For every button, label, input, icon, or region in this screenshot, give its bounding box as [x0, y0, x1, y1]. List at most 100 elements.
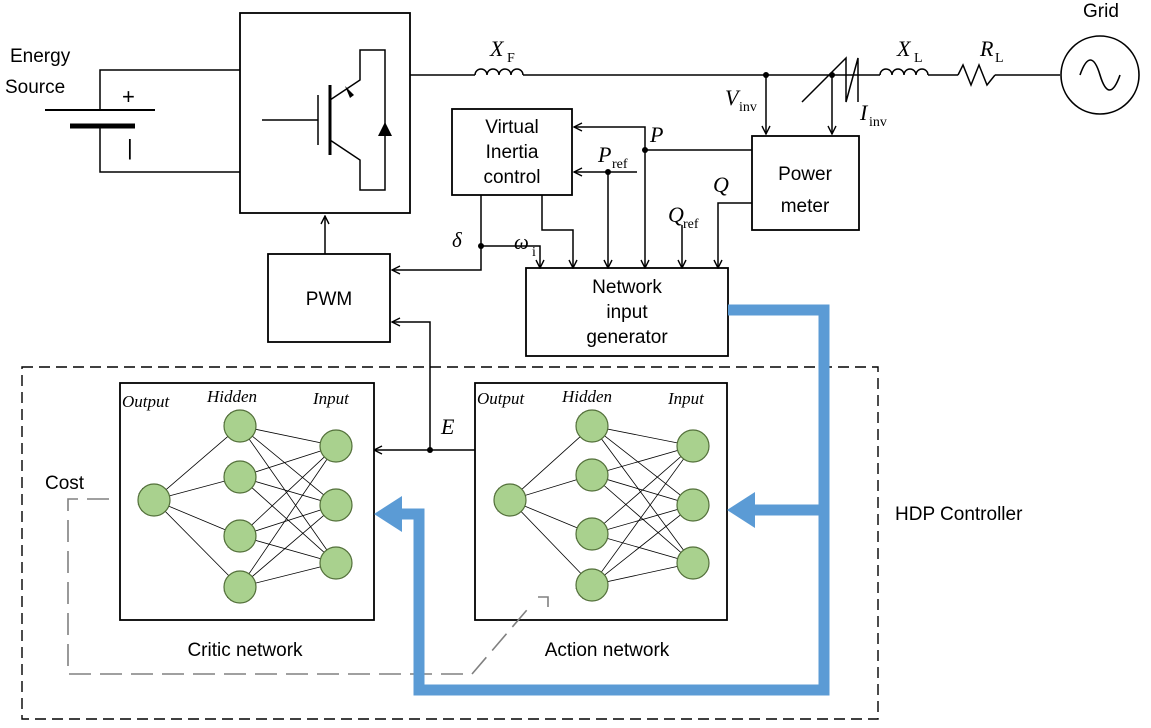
action-output-label: Output [477, 389, 526, 408]
action-hidden-neuron [575, 517, 609, 551]
inverter [239, 12, 411, 214]
critic-hidden-neuron [223, 570, 257, 604]
action-input-hidden-link [581, 412, 703, 577]
qref-label: Q [668, 202, 684, 227]
xf-inductor-icon [474, 68, 524, 76]
action-network-caption: Action network [545, 640, 670, 661]
rl-subscript: L [995, 51, 1004, 66]
energy-source: Energy Source + | [5, 46, 240, 173]
omega-label: ω [514, 230, 529, 254]
action-hidden-neuron [575, 568, 609, 602]
action-hidden-neuron [575, 458, 609, 492]
dc-negative-wire [99, 126, 240, 173]
xl-label: X [896, 36, 912, 61]
dc-positive-wire [99, 69, 240, 110]
action-input-label: Input [667, 389, 705, 408]
grid-label: Grid [1083, 1, 1119, 22]
omega-subscript: i [532, 245, 536, 260]
action-input-neuron [676, 546, 710, 580]
power-meter-box [751, 135, 860, 231]
energy-source-label-2: Source [5, 77, 65, 98]
critic-hidden-neuron [223, 460, 257, 494]
action-output-neuron [493, 483, 527, 517]
critic-input-neuron [319, 546, 353, 580]
critic-hidden-label: Hidden [206, 387, 257, 406]
pwm-box [267, 253, 391, 343]
critic-output-neuron [137, 483, 171, 517]
nig-line-3: generator [586, 327, 668, 348]
p-node [642, 147, 648, 153]
action-hidden-neuron [575, 409, 609, 443]
hdp-controller-label: HDP Controller [895, 504, 1023, 525]
virtual-inertia-line-2: Inertia [486, 142, 539, 163]
iinv-subscript: inv [869, 115, 887, 130]
critic-neurons [137, 409, 353, 604]
virtual-inertia-line-3: control [483, 167, 540, 188]
delta-label: δ [452, 228, 463, 252]
inverter-box [239, 12, 411, 214]
virtual-inertia-line-1: Virtual [485, 117, 539, 138]
energy-source-label-1: Energy [10, 46, 71, 67]
signal-wiring: P P ref Q Q ref ω i δ E [325, 122, 752, 453]
hdp-controller-boundary [21, 366, 879, 720]
igbt-collector-emitter [329, 49, 386, 191]
nig-line-1: Network [592, 277, 662, 298]
critic-network: Output Hidden Input Critic network [119, 382, 375, 661]
power-meter-line-1: Power [778, 164, 833, 185]
action-input-hidden-link [582, 432, 703, 599]
power-meter-block: Power meter [751, 135, 860, 231]
grid-source: Grid [1060, 1, 1140, 115]
nig-line-2: input [606, 302, 648, 323]
p-to-vi-arrow [574, 127, 646, 150]
pref-node [605, 169, 611, 175]
critic-input-label: Input [312, 389, 350, 408]
critic-input-neuron [319, 488, 353, 522]
omega-to-generator-arrow [541, 195, 573, 268]
pref-label: P [597, 142, 611, 167]
delta-to-pwm-arrow [392, 246, 482, 270]
pref-subscript: ref [612, 157, 628, 172]
critic-input-hidden-link [230, 432, 346, 602]
action-input-neuron [676, 429, 710, 463]
e-label: E [440, 414, 455, 439]
action-input-neuron [676, 488, 710, 522]
blue-feedback-line [400, 304, 830, 696]
critic-hidden-neuron [223, 409, 257, 443]
action-neurons [493, 409, 710, 602]
q-label: Q [713, 172, 729, 197]
network-input-generator-block: Network input generator [525, 267, 729, 357]
action-network: Output Hidden Input Action network [474, 382, 728, 661]
virtual-inertia-box [451, 108, 573, 196]
critic-network-caption: Critic network [187, 640, 303, 661]
igbt-arrow-icon [345, 86, 354, 98]
p-to-generator-arrow [645, 149, 752, 268]
sine-wave-icon [1079, 59, 1121, 91]
delta-node [478, 243, 484, 249]
cost-feedback: Cost [45, 473, 549, 675]
rl-label: R [979, 36, 994, 61]
rl-resistor-icon [957, 62, 996, 88]
vinv-label: V [725, 85, 741, 110]
iinv-label: I [859, 100, 869, 125]
delta-to-generator-arrow [481, 245, 540, 268]
qref-subscript: ref [683, 217, 699, 232]
network-input-generator-box [525, 267, 729, 357]
critic-output-label: Output [122, 392, 171, 411]
critic-input-neuron [319, 429, 353, 463]
plus-sign: + [122, 84, 135, 109]
q-to-generator-arrow [718, 202, 752, 268]
pwm-label: PWM [306, 289, 352, 310]
xf-label: X [489, 36, 505, 61]
blue-arrow-to-critic-icon [374, 496, 402, 532]
e-to-pwm-arrow [392, 322, 475, 451]
pwm-block: PWM [267, 253, 391, 343]
cost-label: Cost [45, 473, 85, 494]
xl-subscript: L [914, 51, 923, 66]
critic-hidden-neuron [223, 519, 257, 553]
blue-feedback-paths [374, 304, 830, 696]
virtual-inertia-block: Virtual Inertia control [451, 108, 573, 196]
cost-arrow-icon [538, 596, 549, 607]
p-label: P [649, 122, 663, 147]
measurement-lines: V inv I inv [725, 75, 887, 134]
xl-inductor-icon [879, 68, 929, 76]
